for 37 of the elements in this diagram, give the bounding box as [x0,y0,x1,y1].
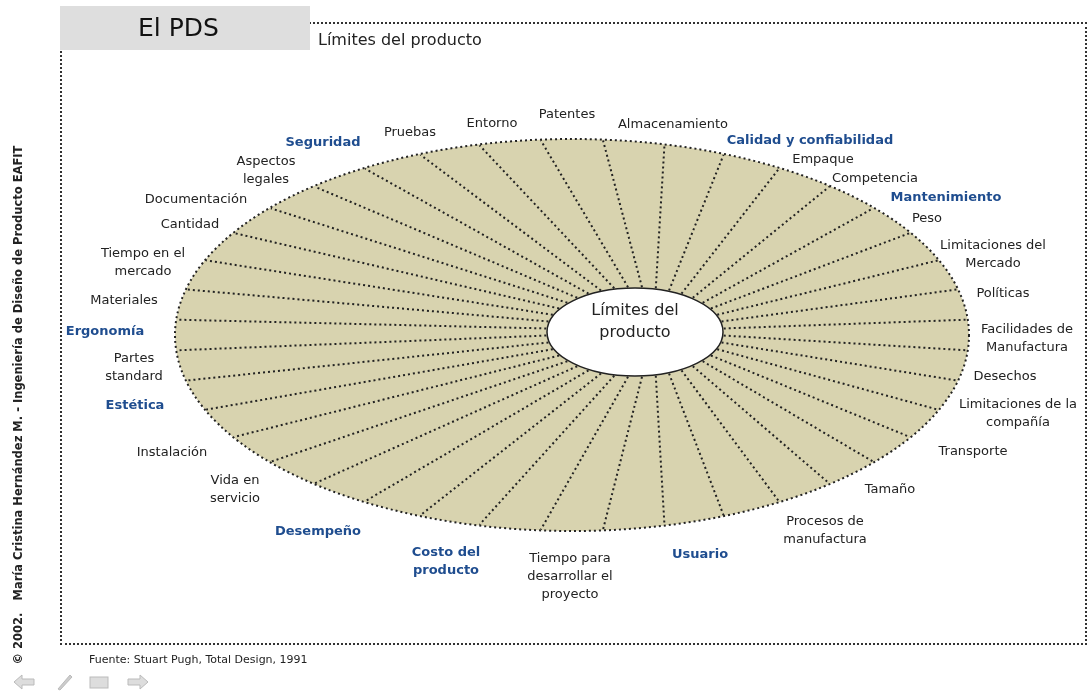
category-label: Seguridad [285,133,361,151]
requirement-label: Patentes [538,105,596,123]
requirement-label: Tiempo para desarrollar el proyecto [526,549,614,603]
requirement-label: Competencia [832,169,918,187]
category-label: Desempeño [275,522,361,540]
requirement-label: Tiempo en el mercado [99,244,187,280]
requirement-label: Limitaciones del Mercado [939,236,1047,272]
requirement-label: Tamaño [864,480,916,498]
requirement-label: Transporte [938,442,1008,460]
requirement-label: Procesos de manufactura [782,512,868,548]
requirement-label: Facilidades de Manufactura [980,320,1074,356]
requirement-label: Vida en servicio [208,471,262,507]
requirement-label: Almacenamiento [617,115,729,133]
category-label: Ergonomía [65,322,145,340]
category-label: Estética [105,396,165,414]
source-caption: Fuente: Stuart Pugh, Total Design, 1991 [89,653,308,666]
requirement-label: Partes standard [104,349,164,385]
requirement-label: Políticas [976,284,1030,302]
category-label: Costo del producto [410,543,482,579]
category-label: Calidad y confiabilidad [726,131,894,149]
requirement-label: Desechos [973,367,1037,385]
requirement-label: Materiales [90,291,158,309]
requirement-label: Aspectos legales [235,152,297,188]
requirement-label: Peso [911,209,943,227]
requirement-label: Limitaciones de la compañía [958,395,1078,431]
frame-heading: Límites del producto [318,30,482,49]
requirement-label: Empaque [792,150,854,168]
center-label: Límites del producto [590,299,680,343]
requirement-label: Pruebas [383,123,437,141]
category-label: Usuario [671,545,729,563]
author-credit: © 2002. María Cristina Hernández M. - Ingeniería de Diseño de Producto EAFIT [11,145,25,665]
title-tab: El PDS [60,6,310,50]
requirement-label: Documentación [144,190,248,208]
requirement-label: Cantidad [160,215,220,233]
requirement-label: Instalación [136,443,208,461]
requirement-label: Entorno [466,114,518,132]
category-label: Mantenimiento [890,188,1002,206]
